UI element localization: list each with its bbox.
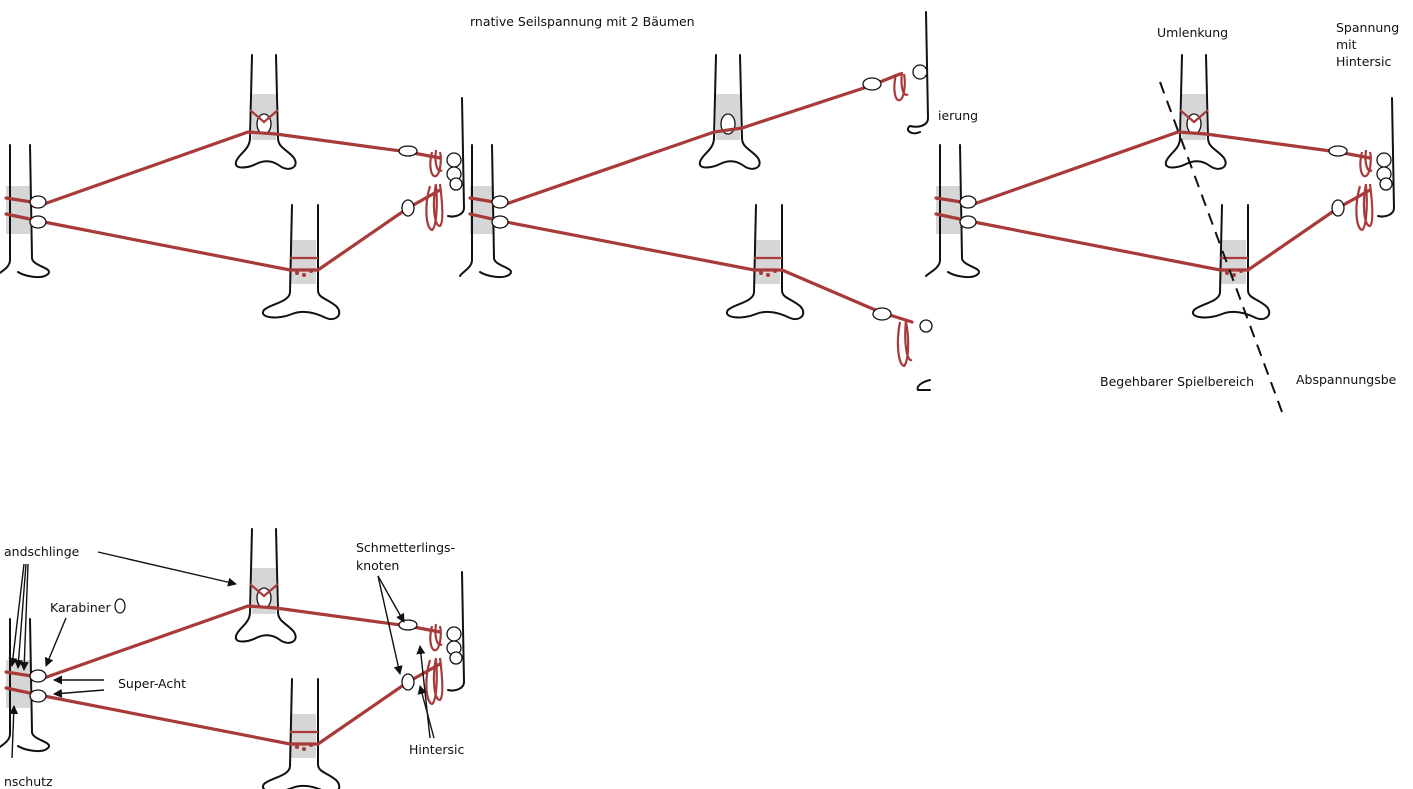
edge-label: ierung <box>938 108 978 123</box>
label-carabiner: Karabiner <box>50 600 111 615</box>
label-super-eight: Super-Acht <box>118 676 186 691</box>
label-backup: Hintersic <box>409 742 465 757</box>
annotation-arrows <box>8 551 435 759</box>
carabiner-icon <box>114 598 126 614</box>
label-tension-1: Spannung <box>1336 20 1399 35</box>
panel-area-separation: Umlenkung Spannung mit Hintersic Begehba… <box>924 20 1399 413</box>
label-tension-3: Hintersic <box>1336 54 1392 69</box>
label-butterfly-2: knoten <box>356 558 399 573</box>
label-play-area: Begehbarer Spielbereich <box>1100 374 1254 389</box>
panel-two-trees-alternative: rnative Seilspannung mit 2 Bäumen ierung <box>459 11 978 391</box>
label-deflection: Umlenkung <box>1157 25 1228 40</box>
label-tension-2: mit <box>1336 37 1357 52</box>
label-protection: nschutz <box>4 774 53 789</box>
panel-title: rnative Seilspannung mit 2 Bäumen <box>470 14 695 29</box>
label-butterfly-1: Schmetterlings- <box>356 540 455 555</box>
panel-labelled-components: andschlinge Karabiner Super-Acht Schmett… <box>0 527 466 789</box>
label-sling: andschlinge <box>4 544 80 559</box>
label-anchor-area: Abspannungsbe <box>1296 372 1397 387</box>
panel-basic-setup <box>0 53 466 321</box>
